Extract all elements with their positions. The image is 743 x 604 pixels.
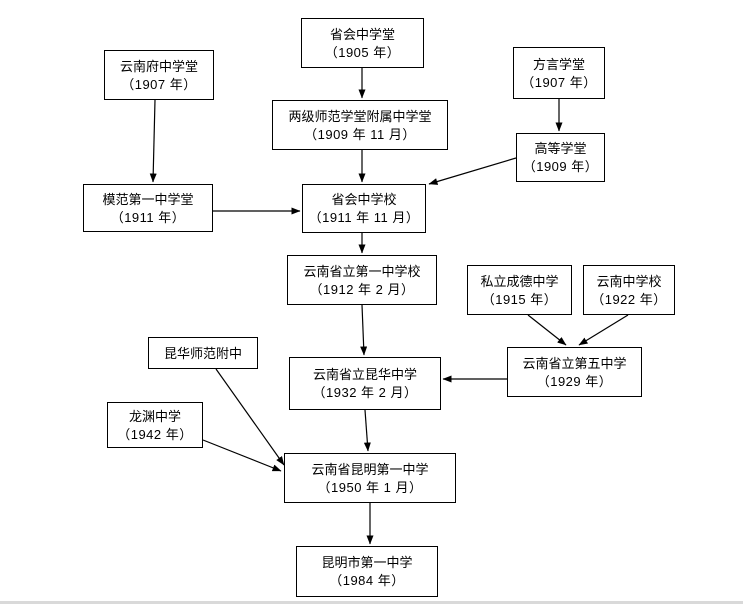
node-label: 龙渊中学 — [128, 408, 181, 424]
node-yunnanfu-zhongxuetang: 云南府中学堂 （1907 年） — [104, 50, 214, 100]
arrow-yunnanfu-to-mofan — [149, 99, 157, 183]
arrow-shifanfuzhong-to-kunmingdiyi — [215, 368, 285, 466]
node-shenghui-zhongxuexiao: 省会中学校 （1911 年 11 月） — [302, 184, 426, 233]
node-label: 模范第一中学堂 — [102, 191, 194, 207]
node-yunnan-kunming-diyi-zhongxue: 云南省昆明第一中学 （1950 年 1 月） — [284, 453, 456, 503]
node-liangji-shifan-fushu-zhongxuetang: 两级师范学堂附属中学堂 （1909 年 11 月） — [272, 100, 448, 150]
arrow-kunhua-to-kunmingdiyi — [363, 409, 371, 452]
node-label: 云南省立第一中学校 — [303, 263, 421, 279]
node-label: 云南省立第五中学 — [522, 355, 627, 371]
node-fangyan-xuetang: 方言学堂 （1907 年） — [513, 47, 605, 99]
node-label: 私立成德中学 — [480, 273, 559, 289]
node-label: 省会中学堂 — [329, 26, 395, 42]
arrow-longyuan-to-kunmingdiyi — [202, 439, 282, 472]
node-label: 昆华师范附中 — [163, 345, 242, 361]
node-year: （1907 年） — [121, 76, 197, 92]
node-label: 省会中学校 — [331, 192, 397, 207]
arrow-yunnanzhongxuexiao-to-diwu — [578, 314, 629, 346]
arrow-chengde-to-diwu — [527, 314, 567, 346]
node-year: （1942 年） — [117, 426, 193, 442]
node-label: 昆明市第一中学 — [321, 555, 413, 570]
node-year: （1912 年 2 月） — [309, 281, 415, 297]
node-yunnan-zhongxuexiao: 云南中学校 （1922 年） — [583, 265, 675, 315]
node-yunnan-shengli-kunhua-zhongxue: 云南省立昆华中学 （1932 年 2 月） — [289, 357, 441, 410]
node-kunming-shi-diyi-zhongxue: 昆明市第一中学 （1984 年） — [296, 546, 438, 597]
node-year: （1915 年） — [481, 291, 558, 307]
node-year: （1950 年 1 月） — [317, 479, 423, 495]
node-label: 云南省立昆华中学 — [312, 367, 417, 382]
node-label: 云南省昆明第一中学 — [311, 461, 429, 477]
node-kunhua-shifan-fuzhong: 昆华师范附中 — [148, 337, 258, 369]
node-label: 方言学堂 — [532, 56, 585, 72]
node-year: （1909 年） — [522, 159, 599, 174]
node-shenghui-zhongxuetang: 省会中学堂 （1905 年） — [301, 18, 424, 68]
node-yunnan-shengli-diwu-zhongxue: 云南省立第五中学 （1929 年） — [507, 347, 642, 397]
arrow-diyixiao-to-kunhua — [360, 304, 368, 356]
node-year: （1911 年 11 月） — [308, 210, 420, 225]
node-year: （1911 年） — [110, 209, 186, 225]
node-label: 两级师范学堂附属中学堂 — [288, 108, 432, 124]
arrow-gaodeng-to-shenghuixiao — [428, 157, 517, 185]
node-year: （1929 年） — [536, 373, 613, 389]
node-label: 云南府中学堂 — [119, 58, 198, 74]
node-longyuan-zhongxue: 龙渊中学 （1942 年） — [107, 402, 203, 448]
node-year: （1984 年） — [329, 573, 405, 588]
node-gaodeng-xuetang: 高等学堂 （1909 年） — [516, 133, 605, 182]
node-year: （1922 年） — [591, 291, 667, 307]
node-year: （1909 年 11 月） — [304, 126, 416, 142]
node-label: 高等学堂 — [534, 141, 587, 156]
node-year: （1905 年） — [324, 44, 401, 60]
node-sili-chengde-zhongxue: 私立成德中学 （1915 年） — [467, 265, 572, 315]
node-yunnan-shengli-diyi-zhongxuexiao: 云南省立第一中学校 （1912 年 2 月） — [287, 255, 437, 305]
node-year: （1907 年） — [521, 74, 597, 90]
node-label: 云南中学校 — [596, 273, 662, 289]
node-year: （1932 年 2 月） — [312, 385, 418, 400]
node-mofan-diyi-zhongxuetang: 模范第一中学堂 （1911 年） — [83, 184, 213, 232]
